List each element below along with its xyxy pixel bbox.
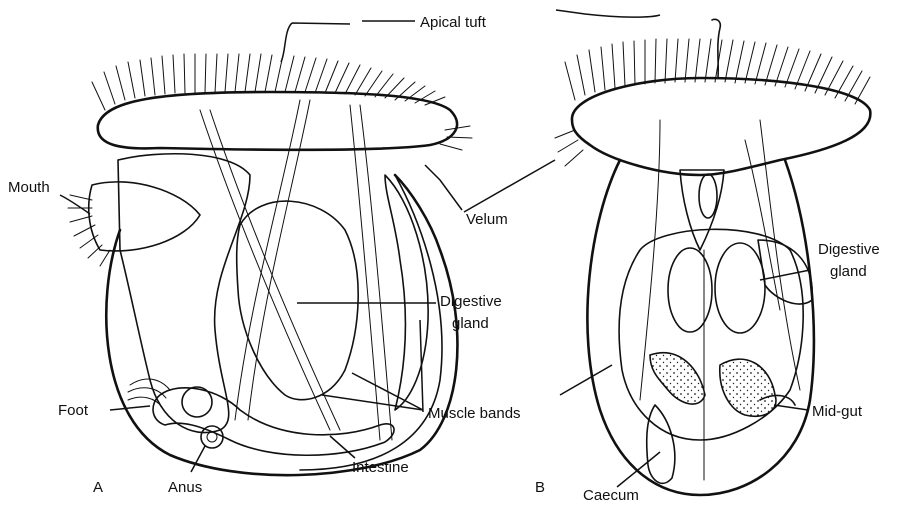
larva-a: [68, 54, 472, 475]
label-digestive-gland-b-line2: gland: [830, 263, 867, 280]
cilia-a: [92, 54, 472, 150]
anus-a: [201, 426, 223, 448]
intestine-a: [153, 388, 394, 455]
label-digestive-gland-a-line2: gland: [452, 315, 489, 332]
label-muscle-bands: Muscle bands: [428, 405, 521, 422]
label-digestive-gland-b-line1: Digestive: [818, 241, 880, 258]
label-caecum: Caecum: [583, 487, 639, 504]
label-mouth: Mouth: [8, 179, 50, 196]
label-figure-a: A: [93, 479, 103, 496]
label-figure-b: B: [535, 479, 545, 496]
label-apical-tuft: Apical tuft: [420, 14, 487, 31]
mid-gut-b: [650, 353, 795, 417]
mouth-region: [89, 182, 200, 251]
label-anus: Anus: [168, 479, 202, 496]
digestive-gland-b: [668, 240, 812, 333]
label-foot: Foot: [58, 402, 89, 419]
label-velum: Velum: [466, 211, 508, 228]
foot-a: [128, 379, 212, 417]
caecum-b: [647, 405, 675, 483]
label-mid-gut: Mid-gut: [812, 403, 863, 420]
label-intestine: Intestine: [352, 459, 409, 476]
cilia-b: [555, 39, 870, 166]
velum-a: [98, 92, 457, 150]
apical-tuft-b: [712, 19, 720, 78]
label-digestive-gland-a-line1: Digestive: [440, 293, 502, 310]
velum-b: [572, 78, 870, 175]
